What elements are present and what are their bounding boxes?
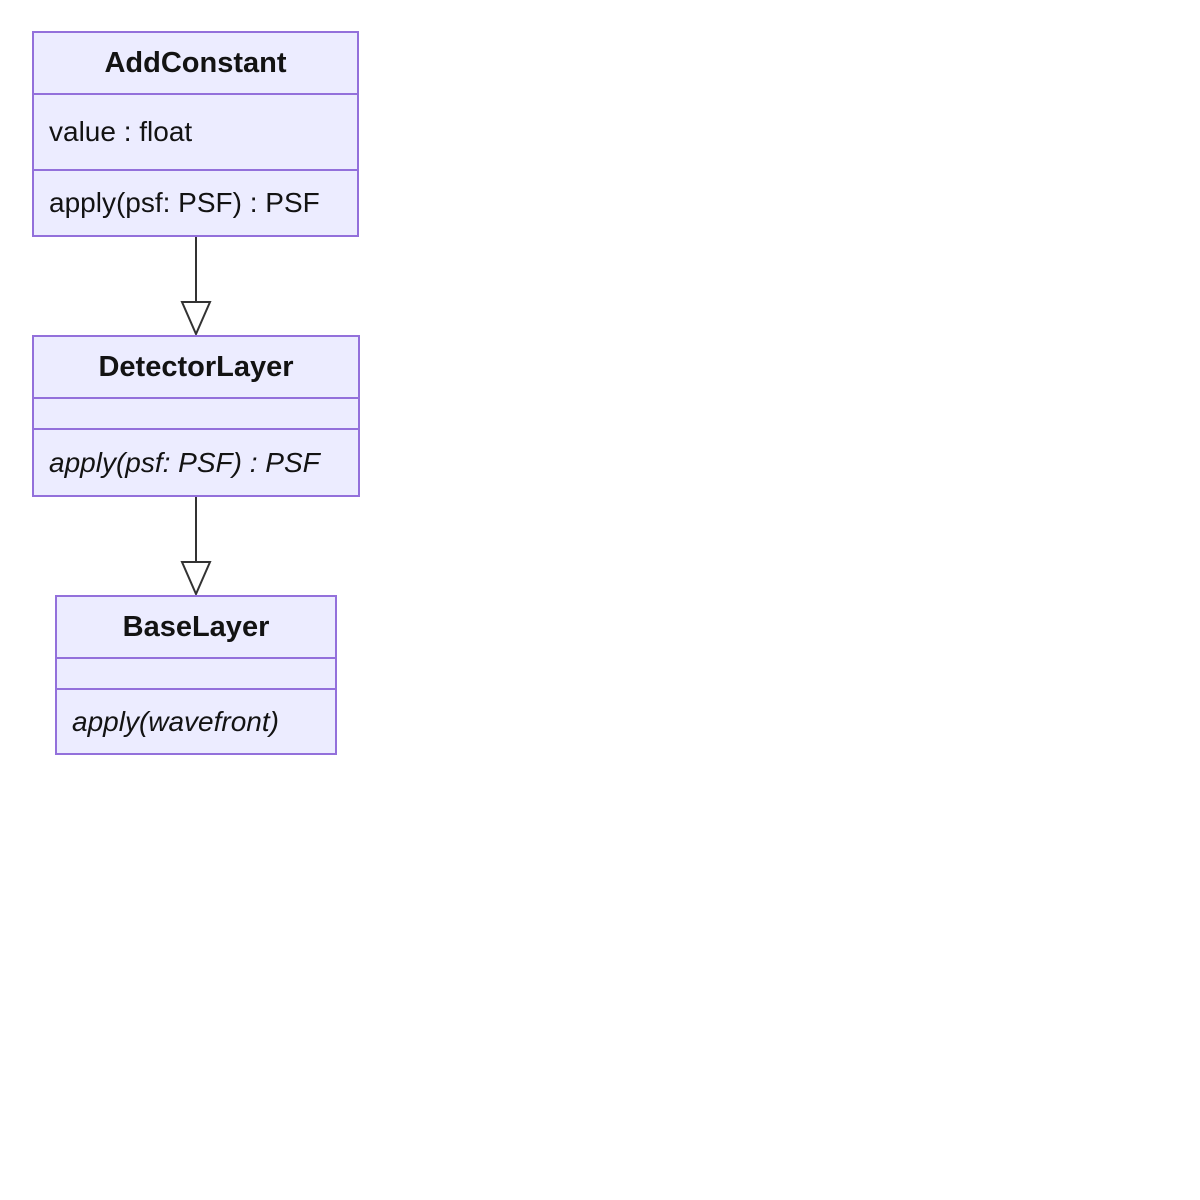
class-method: apply(psf: PSF) : PSF [49,187,320,218]
class-attribute: value : float [49,116,193,147]
class-node-detectorlayer: DetectorLayer apply(psf: PSF) : PSF [32,335,360,497]
class-methods-section: apply(psf: PSF) : PSF [34,171,357,235]
class-title: AddConstant [34,33,357,95]
class-method-abstract: apply(wavefront) [72,705,279,737]
class-node-baselayer: BaseLayer apply(wavefront) [55,595,337,755]
class-title: DetectorLayer [34,337,358,399]
class-node-addconstant: AddConstant value : float apply(psf: PSF… [32,31,359,237]
inheritance-arrow-addconstant-to-detectorlayer [180,237,212,337]
class-title: BaseLayer [57,597,335,659]
class-methods-section: apply(wavefront) [57,690,335,753]
inheritance-arrow-detectorlayer-to-baselayer [180,497,212,597]
class-attributes-section-empty [34,399,358,430]
class-attributes-section: value : float [34,95,357,171]
class-attributes-section-empty [57,659,335,690]
class-method-abstract: apply(psf: PSF) : PSF [49,446,320,478]
class-methods-section: apply(psf: PSF) : PSF [34,430,358,495]
